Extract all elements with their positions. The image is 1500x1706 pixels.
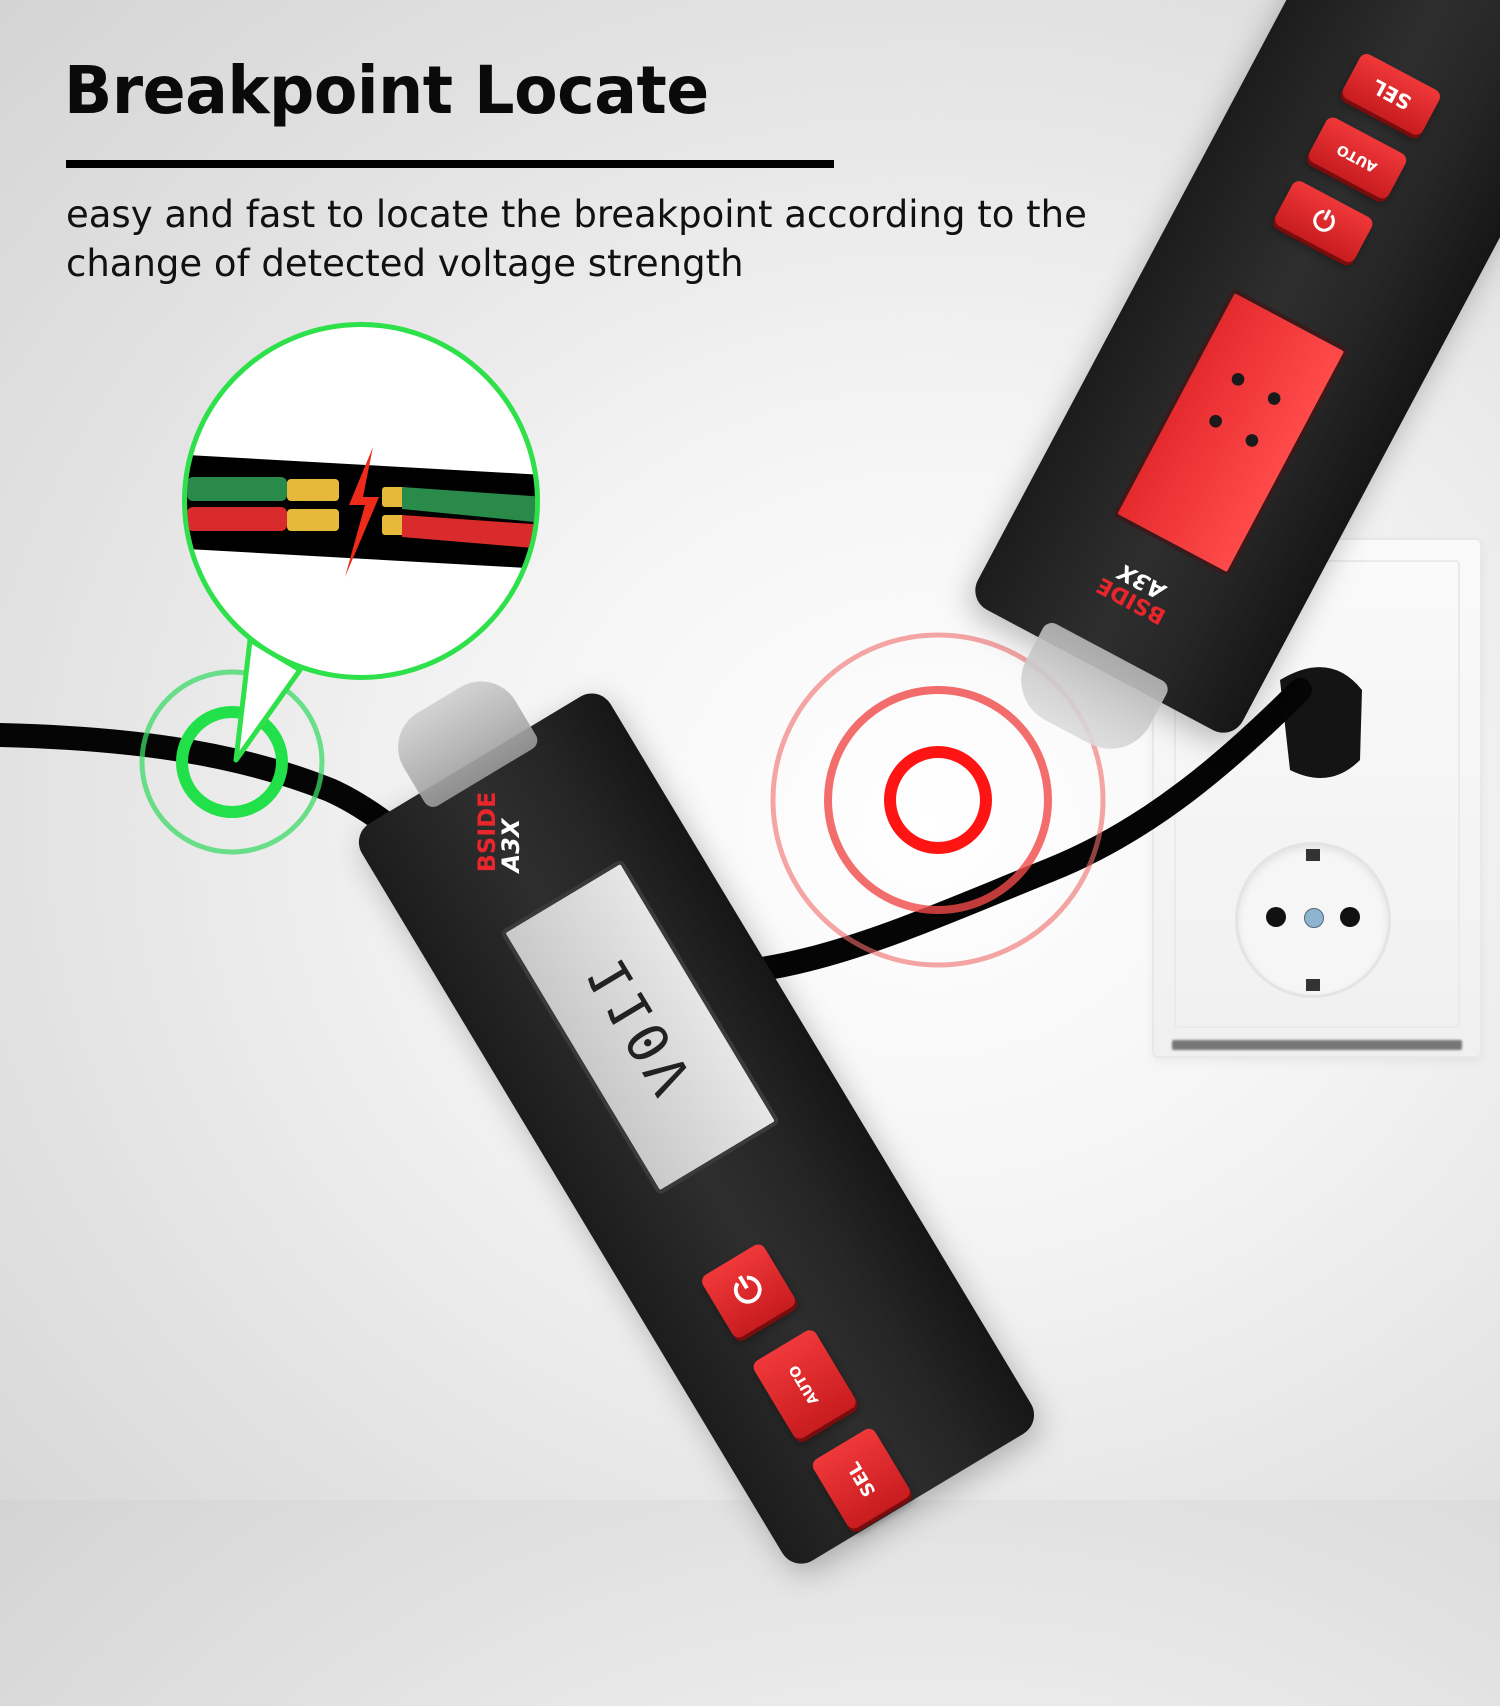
brand-label: BSIDE [472, 791, 501, 873]
title-divider [66, 160, 834, 168]
auto-flashlight-button[interactable]: AUTO [750, 1327, 859, 1442]
tester-bottom-brand-badge: BSIDE A3X [472, 791, 525, 873]
auto-flashlight-button[interactable]: AUTO [1306, 114, 1409, 202]
power-button[interactable]: ⏻ [699, 1241, 798, 1341]
red-signal-middle-ring [824, 686, 1052, 914]
ground-clip-bottom [1306, 979, 1320, 991]
callout-bubble [182, 322, 540, 680]
power-button[interactable]: ⏻ [1272, 178, 1376, 265]
socket-hole-left [1266, 907, 1286, 927]
auto-flashlight-icon: AUTO [786, 1361, 823, 1408]
tester-top-lcd: • • • • [1111, 287, 1350, 578]
outlet-shadow [1172, 1040, 1462, 1050]
page-title: Breakpoint Locate [64, 52, 709, 129]
sel-button[interactable]: SEL [1339, 51, 1443, 138]
power-icon: ⏻ [725, 1265, 772, 1316]
page-subtitle: easy and fast to locate the breakpoint a… [66, 193, 1087, 285]
green-signal-inner-ring [176, 706, 288, 818]
sel-icon: SEL [1367, 74, 1415, 115]
broken-wire-icon [187, 447, 535, 577]
socket-hole-right [1340, 907, 1360, 927]
lcd-strength-indicator: • • • • [1187, 358, 1297, 465]
tester-top-brand-badge: BSIDE A3X [1093, 553, 1180, 628]
sel-icon: SEL [842, 1457, 880, 1500]
lcd-voltage-reading: 110V [573, 945, 707, 1109]
auto-flashlight-icon: AUTO [1334, 140, 1381, 176]
red-signal-outer-ring [770, 632, 1106, 968]
ground-clip-top [1306, 849, 1320, 861]
schuko-socket [1238, 845, 1388, 995]
lightning-bolt-icon [345, 447, 379, 577]
socket-screw-icon [1304, 908, 1324, 928]
model-label: A3X [496, 818, 525, 873]
red-signal-inner-ring [884, 746, 992, 854]
power-icon: ⏻ [1306, 201, 1342, 241]
green-signal-outer-ring [139, 669, 325, 855]
